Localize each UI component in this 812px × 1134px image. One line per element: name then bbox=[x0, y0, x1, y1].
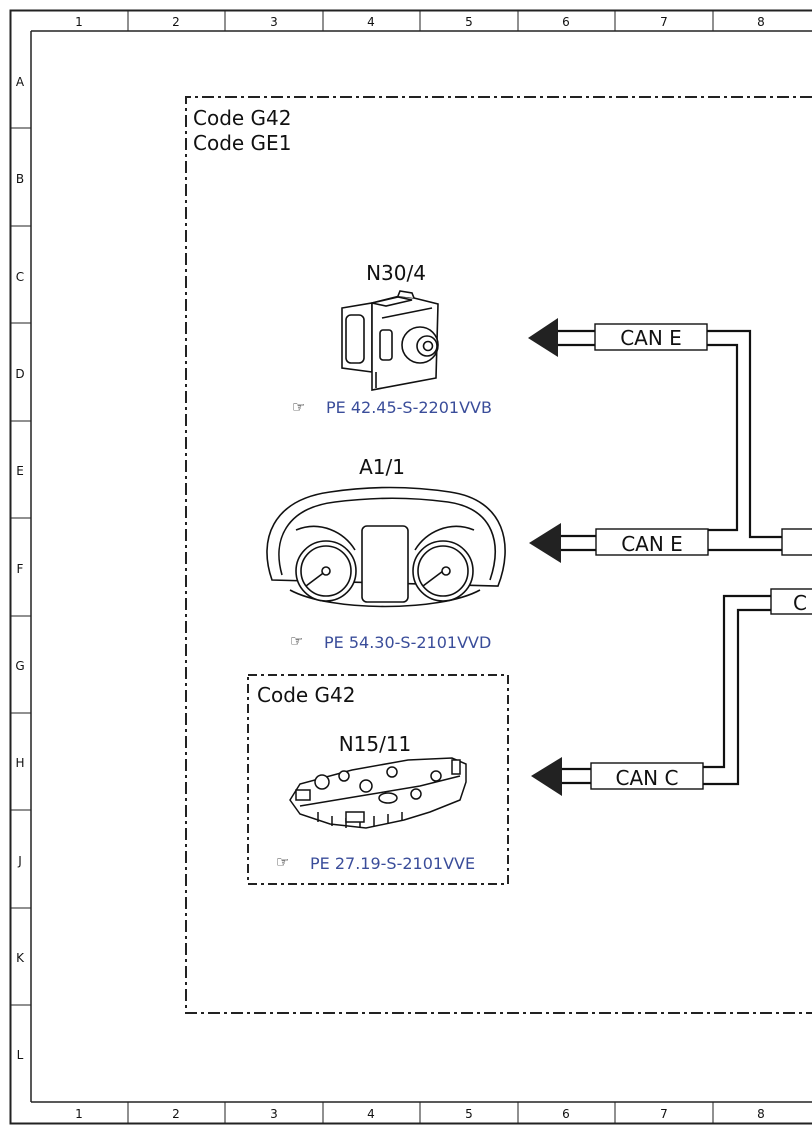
column-dividers bbox=[127, 11, 714, 1123]
can-c-wires-bottom bbox=[562, 767, 591, 785]
col-label-bottom-3: 3 bbox=[270, 1107, 278, 1121]
col-label-top-2: 2 bbox=[172, 15, 180, 29]
row-label-f: F bbox=[17, 562, 24, 576]
col-label-top-7: 7 bbox=[660, 15, 668, 29]
col-label-bottom-1: 1 bbox=[75, 1107, 83, 1121]
row-dividers bbox=[11, 127, 31, 1006]
bus-label-can-c: CAN C bbox=[616, 766, 679, 790]
bus-box-can-c bbox=[590, 762, 704, 790]
pointing-hand-icon: ☞ bbox=[276, 853, 289, 871]
code-box-inner bbox=[247, 674, 509, 885]
col-label-top-3: 3 bbox=[270, 15, 278, 29]
bus-box-continuation-c bbox=[770, 588, 812, 615]
component-label-a1-1: A1/1 bbox=[359, 455, 405, 479]
reference-link-n15-11[interactable]: PE 27.19-S-2101VVE bbox=[310, 854, 475, 873]
row-label-j: J bbox=[17, 854, 22, 868]
row-label-l: L bbox=[17, 1048, 24, 1062]
abs-control-unit-icon bbox=[341, 290, 439, 391]
col-label-bottom-8: 8 bbox=[757, 1107, 765, 1121]
col-label-top-1: 1 bbox=[75, 15, 83, 29]
row-label-c: C bbox=[16, 270, 24, 284]
col-label-bottom-6: 6 bbox=[562, 1107, 570, 1121]
row-label-d: D bbox=[15, 367, 24, 381]
col-label-bottom-2: 2 bbox=[172, 1107, 180, 1121]
pointing-hand-icon: ☞ bbox=[292, 398, 305, 416]
code-label-inner-g42: Code G42 bbox=[257, 683, 356, 707]
col-label-top-4: 4 bbox=[367, 15, 375, 29]
col-label-bottom-4: 4 bbox=[367, 1107, 375, 1121]
row-label-g: G bbox=[15, 659, 24, 673]
col-label-top-6: 6 bbox=[562, 15, 570, 29]
bus-label-continuation-c: C bbox=[793, 591, 807, 615]
code-label-g42: Code G42 bbox=[193, 106, 292, 130]
arrow-n15-11 bbox=[531, 757, 562, 796]
code-label-ge1: Code GE1 bbox=[193, 131, 291, 155]
reference-a1-1[interactable]: ☞ PE 54.30-S-2101VVD bbox=[290, 632, 491, 652]
reference-link-a1-1[interactable]: PE 54.30-S-2101VVD bbox=[324, 633, 491, 652]
reference-n30-4[interactable]: ☞ PE 42.45-S-2201VVB bbox=[292, 398, 492, 417]
row-label-b: B bbox=[16, 172, 24, 186]
code-box-outer bbox=[185, 96, 812, 1014]
bus-label-can-e-top: CAN E bbox=[620, 326, 682, 350]
arrow-a1-1 bbox=[529, 523, 561, 563]
arrow-n30-4 bbox=[528, 318, 558, 357]
col-label-bottom-5: 5 bbox=[465, 1107, 473, 1121]
can-e-wires-top bbox=[558, 329, 782, 539]
col-label-bottom-7: 7 bbox=[660, 1107, 668, 1121]
component-label-n30-4: N30/4 bbox=[366, 261, 426, 285]
reference-link-n30-4[interactable]: PE 42.45-S-2201VVB bbox=[326, 398, 492, 417]
bus-label-can-e-middle: CAN E bbox=[621, 532, 683, 556]
col-label-top-8: 8 bbox=[757, 15, 765, 29]
can-e-wires-middle bbox=[561, 534, 782, 552]
bus-box-can-e-middle bbox=[595, 528, 709, 556]
row-label-a: A bbox=[16, 75, 25, 89]
can-c-wires-top bbox=[703, 594, 771, 786]
reference-n15-11[interactable]: ☞ PE 27.19-S-2101VVE bbox=[276, 853, 475, 873]
row-label-k: K bbox=[16, 951, 25, 965]
component-label-n15-11: N15/11 bbox=[339, 732, 412, 756]
col-label-top-5: 5 bbox=[465, 15, 473, 29]
bus-box-can-e-top bbox=[594, 323, 708, 351]
instrument-cluster-icon bbox=[266, 486, 506, 608]
row-label-h: H bbox=[15, 756, 24, 770]
transmission-control-unit-icon bbox=[289, 757, 467, 829]
outer-frame bbox=[9, 9, 812, 1125]
row-label-e: E bbox=[16, 464, 24, 478]
pointing-hand-icon: ☞ bbox=[290, 632, 303, 650]
bus-box-continuation-top bbox=[781, 528, 812, 556]
